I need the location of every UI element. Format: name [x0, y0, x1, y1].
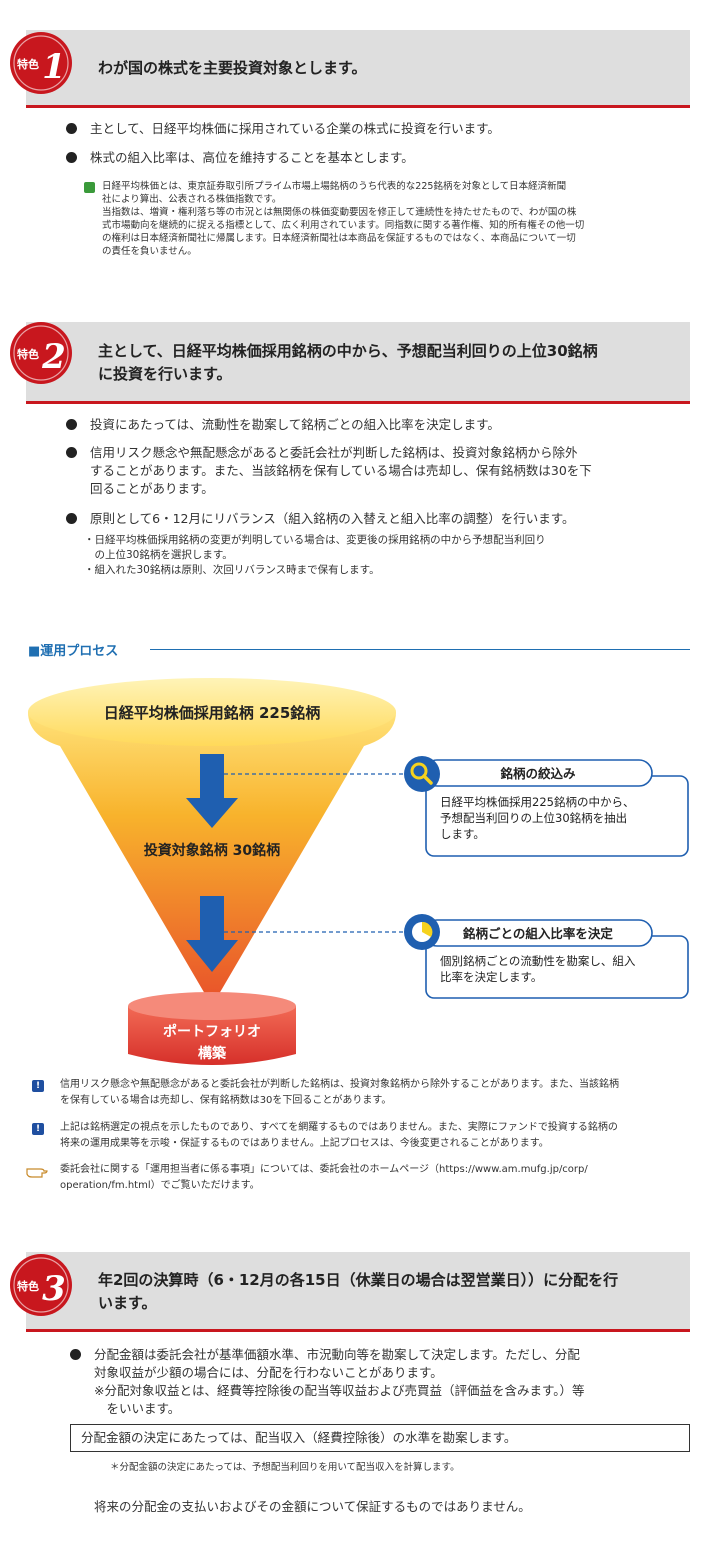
magnifier-icon — [410, 762, 428, 780]
feature3-badge-number: 3 — [42, 1269, 66, 1309]
feature1-bullet-1: 主として、日経平均株価に採用されている企業の株式に投資を行います。 — [66, 120, 670, 138]
guarantee-disclaimer: 将来の分配金の支払いおよびその金額について保証するものではありません。 — [94, 1499, 531, 1514]
funnel-top — [28, 678, 396, 746]
base-label-line2: 構築 — [198, 1045, 227, 1062]
feature1-badge-label: 特色 — [17, 57, 39, 71]
bullet-dot — [66, 123, 77, 134]
arrow-down-icon — [186, 896, 238, 972]
bullet-dot — [66, 447, 77, 458]
feature2-sub-notes: ・日経平均株価採用銘柄の変更が判明している場合は、変更後の採用銘柄の中から予想配… — [84, 534, 546, 576]
funnel-mid-label: 投資対象銘柄 30銘柄 — [144, 842, 280, 859]
section-divider — [150, 649, 690, 650]
feature2-bullet-2: 信用リスク懸念や無配懸念があると委託会社が判断した銘柄は、投資対象銘柄から除外 … — [66, 444, 670, 498]
feature2-badge: 特色 2 — [8, 320, 74, 386]
feature1-bullet-2: 株式の組入比率は、高位を維持することを基本とします。 — [66, 149, 670, 167]
process-diagram: 日経平均株価採用銘柄 225銘柄 投資対象銘柄 30銘柄 ポートフォリオ 構築 … — [28, 678, 689, 1065]
feature2-badge-label: 特色 — [17, 347, 39, 361]
feature2-bullet-3: 原則として6・12月にリバランス（組入銘柄の入替えと組入比率の調整）を行います。 — [66, 510, 670, 528]
feature3-badge: 特色 3 — [8, 1252, 74, 1318]
base-cylinder — [128, 1006, 296, 1065]
warning-icon: ! — [32, 1080, 44, 1092]
arrow-down-icon — [186, 754, 238, 828]
feature3-title: 年2回の決算時（6・12月の各15日（休業日の場合は翌営業日））に分配を行 いま… — [98, 1271, 619, 1312]
feature1-header: わが国の株式を主要投資対象とします。 — [26, 30, 690, 108]
feature2-badge-number: 2 — [41, 337, 66, 377]
step2-body-line1: 個別銘柄ごとの流動性を勘案し、組入 — [440, 954, 636, 968]
feature2-title: 主として、日経平均株価採用銘柄の中から、予想配当利回りの上位30銘柄 に投資を行… — [98, 342, 598, 383]
feature1-badge: 特色 1 — [8, 30, 74, 96]
pointing-hand-icon — [26, 1163, 48, 1178]
distribution-small-note: ＊分配金額の決定にあたっては、予想配当利回りを用いて配当収入を計算します。 — [110, 1462, 460, 1473]
feature1-badge-number: 1 — [42, 47, 66, 87]
feature2-header: 主として、日経平均株価採用銘柄の中から、予想配当利回りの上位30銘柄 に投資を行… — [26, 322, 690, 404]
info-icon — [84, 182, 95, 193]
bullet-dot — [66, 152, 77, 163]
note-3: 委託会社に関する「運用担当者に係る事項」については、委託会社のホームページ（ht… — [60, 1164, 588, 1191]
feature3-header: 年2回の決算時（6・12月の各15日（休業日の場合は翌営業日））に分配を行 いま… — [26, 1252, 690, 1332]
step2-title: 銘柄ごとの組入比率を決定 — [463, 926, 613, 941]
step1-body-line2: 予想配当利回りの上位30銘柄を抽出 — [440, 811, 627, 825]
note-1: 信用リスク懸念や無配懸念があると委託会社が判断した銘柄は、投資対象銘柄から除外す… — [60, 1079, 619, 1106]
step2-body-line2: 比率を決定します。 — [440, 970, 542, 984]
step1-title: 銘柄の絞込み — [500, 766, 576, 781]
step1-body-line1: 日経平均株価採用225銘柄の中から、 — [440, 795, 634, 809]
process-section-title: ■運用プロセス — [28, 644, 119, 659]
bullet-dot — [70, 1349, 81, 1360]
feature1-title: わが国の株式を主要投資対象とします。 — [98, 59, 367, 77]
feature3-badge-label: 特色 — [17, 1279, 39, 1293]
feature2-bullet-1: 投資にあたっては、流動性を勘案して銘柄ごとの組入比率を決定します。 — [66, 416, 670, 434]
funnel-body — [28, 712, 396, 1006]
note-2: 上記は銘柄選定の視点を示したものであり、すべてを網羅するものではありません。また… — [60, 1122, 618, 1149]
funnel-top-label: 日経平均株価採用銘柄 225銘柄 — [104, 704, 321, 722]
bullet-dot — [66, 419, 77, 430]
base-label-line1: ポートフォリオ — [163, 1023, 261, 1040]
bullet-dot — [66, 513, 77, 524]
step1-body-line3: します。 — [440, 827, 485, 841]
base-top — [128, 992, 296, 1020]
distribution-policy-box: 分配金額の決定にあたっては、配当収入（経費控除後）の水準を勘案します。 — [70, 1424, 690, 1452]
warning-icon: ! — [32, 1123, 44, 1135]
feature1-note: 日経平均株価とは、東京証券取引所プライム市場上場銘柄のうち代表的な225銘柄を対… — [102, 181, 585, 257]
feature3-bullet: 分配金額は委託会社が基準価額水準、市況動向等を勘案して決定します。ただし、分配 … — [70, 1346, 680, 1418]
